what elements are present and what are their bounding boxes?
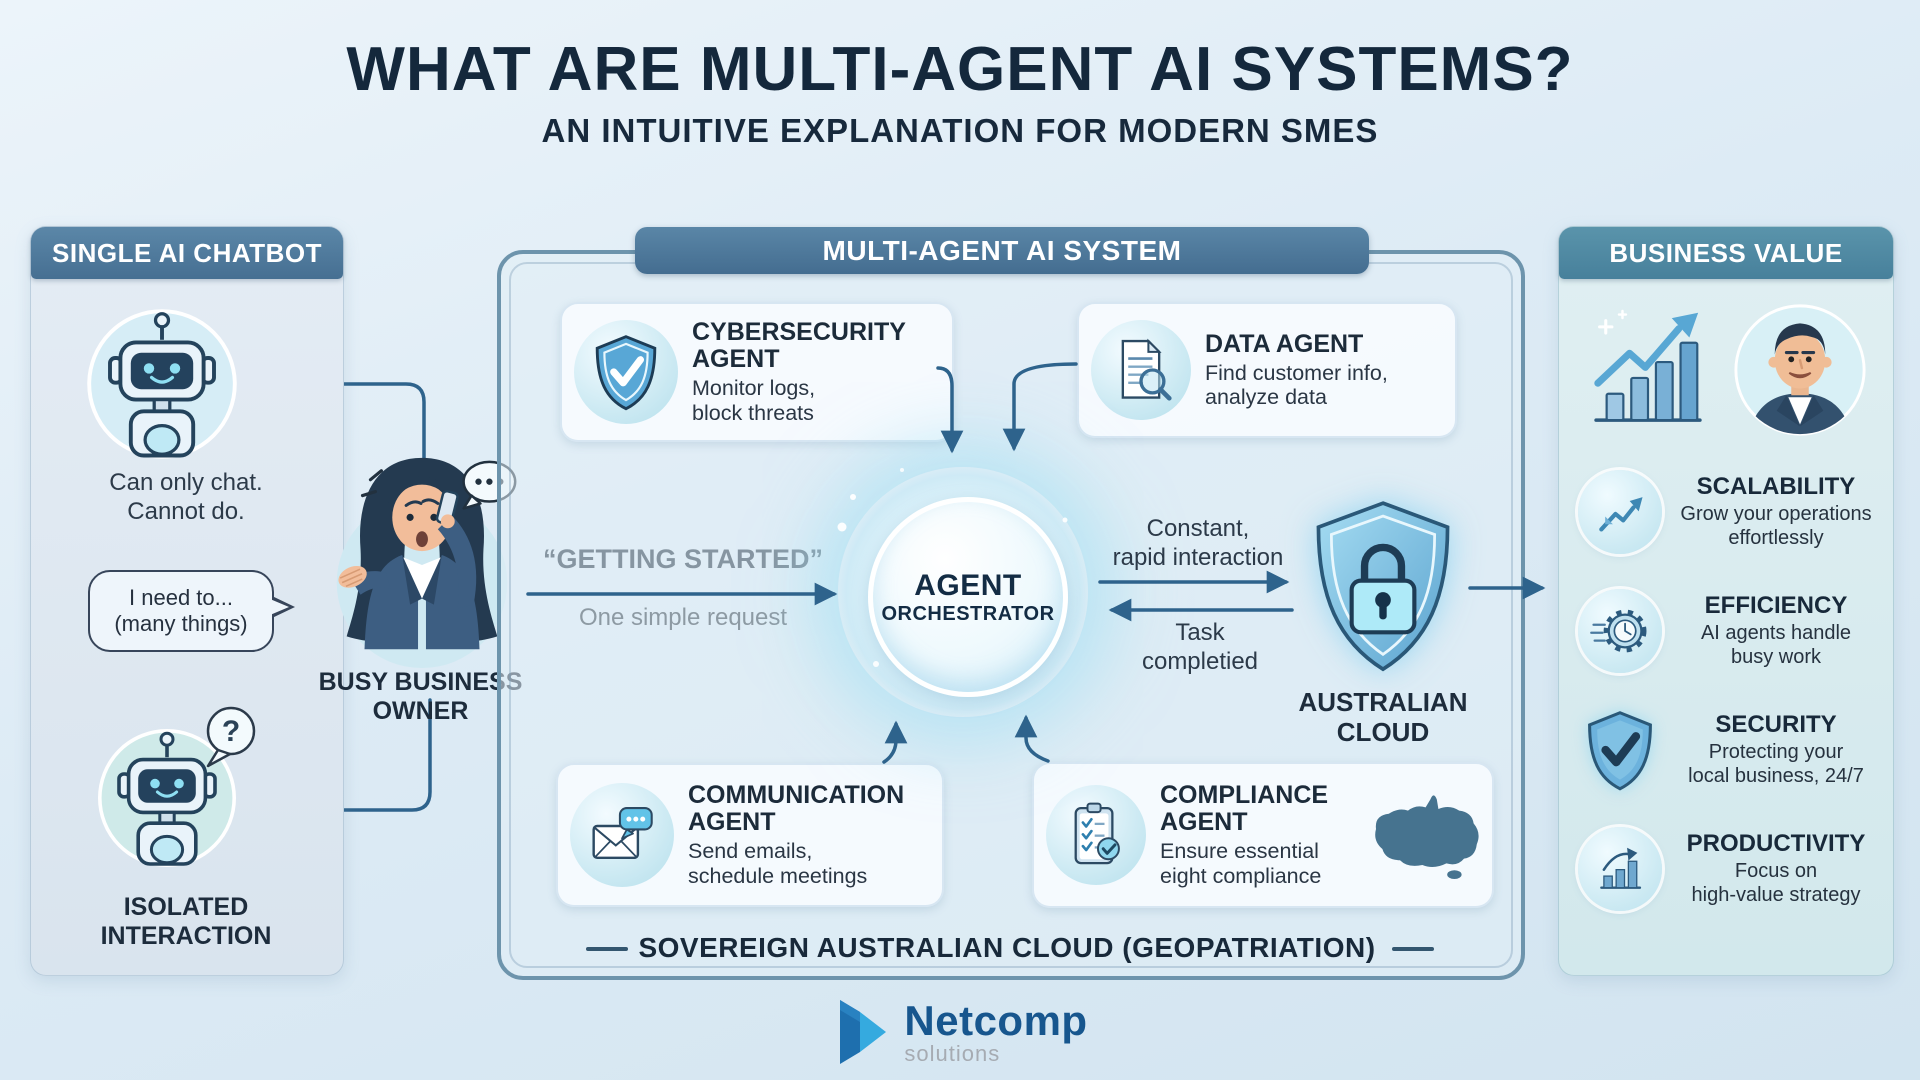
caption-dash-right [1392, 947, 1434, 951]
agent-name-line2: AGENT [692, 344, 780, 373]
arrow-comm-to-orchestrator [882, 720, 908, 764]
australia-map-icon [1375, 795, 1479, 879]
arrow-data-to-orchestrator [1002, 362, 1078, 452]
interaction-bottom-label: Task completied [1141, 619, 1259, 676]
multi-agent-header: MULTI-AGENT AI SYSTEM [635, 227, 1369, 274]
sparkle-dots [837, 468, 1068, 667]
orchestrator-line1: AGENT [914, 568, 1022, 602]
gear-clock-icon [1578, 588, 1662, 673]
value-name: PRODUCTIVITY [1686, 829, 1866, 857]
compliance-agent-card: COMPLIANCE AGENT Ensure essential eight … [1032, 762, 1494, 908]
arrow-owner-to-chatbot [264, 372, 426, 550]
agent-name-line2: AGENT [688, 807, 776, 836]
agent-name-line1: DATA AGENT [1205, 329, 1364, 358]
isolated-label-line1: ISOLATED [123, 893, 249, 921]
value-row-productivity: PRODUCTIVITY Focus on high-value strateg… [1570, 809, 1882, 928]
mail-chat-icon [570, 783, 674, 887]
agent-desc-line1: Send emails, [688, 839, 813, 864]
communication-agent-card: COMMUNICATION AGENT Send emails, schedul… [556, 763, 944, 907]
businessman-avatar [1734, 304, 1866, 436]
footer-brand: Netcomp solutions [0, 997, 1920, 1067]
agent-desc-line1: Monitor logs, [692, 376, 816, 401]
brand-subtitle: solutions [904, 1040, 1001, 1066]
business-value-list: SCALABILITY Grow your operations effortl… [1570, 452, 1882, 928]
single-chatbot-header: SINGLE AI CHATBOT [31, 227, 343, 279]
question-bubble-icon: ? [206, 706, 256, 768]
value-name: SECURITY [1715, 710, 1837, 738]
growth-bars-icon [1578, 826, 1662, 911]
agent-desc-line1: Find customer info, [1205, 361, 1388, 386]
value-row-security: SECURITY Protecting your local business,… [1570, 690, 1882, 809]
agent-name-line1: COMMUNICATION [688, 781, 905, 810]
page-title: WHAT ARE MULTI-AGENT AI SYSTEMS? [346, 35, 1574, 104]
svg-text:?: ? [222, 715, 240, 748]
sovereign-caption: SOVEREIGN AUSTRALIAN CLOUD (GEOPATRIATIO… [638, 932, 1376, 963]
owner-label: BUSY BUSINESS OWNER [318, 668, 523, 726]
value-name: EFFICIENCY [1704, 591, 1848, 619]
arrow-compliance-to-orchestrator [1014, 714, 1050, 763]
bubble-line1: I need to... [129, 584, 233, 610]
agent-desc-line2: analyze data [1205, 385, 1327, 410]
agent-desc-line2: schedule meetings [688, 863, 868, 888]
agent-name-line2: AGENT [1160, 807, 1248, 836]
agent-desc-line2: block threats [692, 400, 814, 425]
agent-orchestrator-hub: AGENT ORCHESTRATOR [838, 467, 1088, 717]
isolated-robot-icon [98, 729, 236, 867]
value-name: SCALABILITY [1696, 472, 1856, 500]
padlock-shield-icon [1316, 501, 1450, 672]
value-row-scalability: SCALABILITY Grow your operations effortl… [1570, 452, 1882, 571]
arrow-owner-to-isolated-bot [268, 698, 432, 822]
chatbot-caption-line2: Cannot do. [127, 498, 245, 526]
chatbot-caption-line1: Can only chat. [109, 469, 263, 496]
business-value-header: BUSINESS VALUE [1559, 227, 1893, 279]
isolated-label: ISOLATED INTERACTION [34, 893, 338, 951]
agent-desc-line2: eight compliance [1160, 863, 1322, 888]
chatbot-caption: Can only chat. Cannot do. [34, 468, 338, 527]
page-subtitle: AN INTUITIVE EXPLANATION FOR MODERN SMES [541, 112, 1379, 149]
netcomp-chevron-logo [840, 1000, 887, 1064]
caption-dash-left [586, 947, 628, 951]
data-agent-card: DATA AGENT Find customer info, analyze d… [1077, 302, 1457, 438]
owner-label-line2: OWNER [372, 696, 469, 725]
clipboard-check-icon [1046, 785, 1146, 885]
interaction-top-label: Constant, rapid interaction [1112, 515, 1284, 572]
shield-check-icon [574, 320, 678, 424]
agent-desc-line1: Ensure essential [1160, 839, 1319, 864]
brand-name: Netcomp [904, 996, 1088, 1044]
orchestrator-line2: ORCHESTRATOR [881, 602, 1055, 625]
arrow-cyber-to-orchestrator [936, 366, 964, 454]
document-search-icon [1091, 320, 1191, 420]
growth-chart-icon [1594, 309, 1702, 422]
isolated-label-line2: INTERACTION [100, 921, 272, 950]
agent-name-line1: CYBERSECURITY [692, 318, 906, 347]
orchestrator-circle: AGENT ORCHESTRATOR [868, 497, 1068, 697]
need-speech-bubble: I need to... (many things) [88, 570, 295, 652]
value-row-efficiency: EFFICIENCY AI agents handle busy work [1570, 571, 1882, 690]
robot-icon [87, 309, 237, 459]
agent-name-line1: COMPLIANCE [1160, 781, 1329, 810]
shield-check-icon [1588, 710, 1652, 790]
bubble-line2: (many things) [114, 611, 248, 636]
australian-cloud-label: AUSTRALIAN CLOUD [1298, 687, 1468, 747]
branch-arrows-icon [1578, 469, 1662, 554]
cybersecurity-agent-card: CYBERSECURITY AGENT Monitor logs, block … [560, 302, 954, 442]
owner-label-line1: BUSY BUSINESS [318, 668, 523, 696]
